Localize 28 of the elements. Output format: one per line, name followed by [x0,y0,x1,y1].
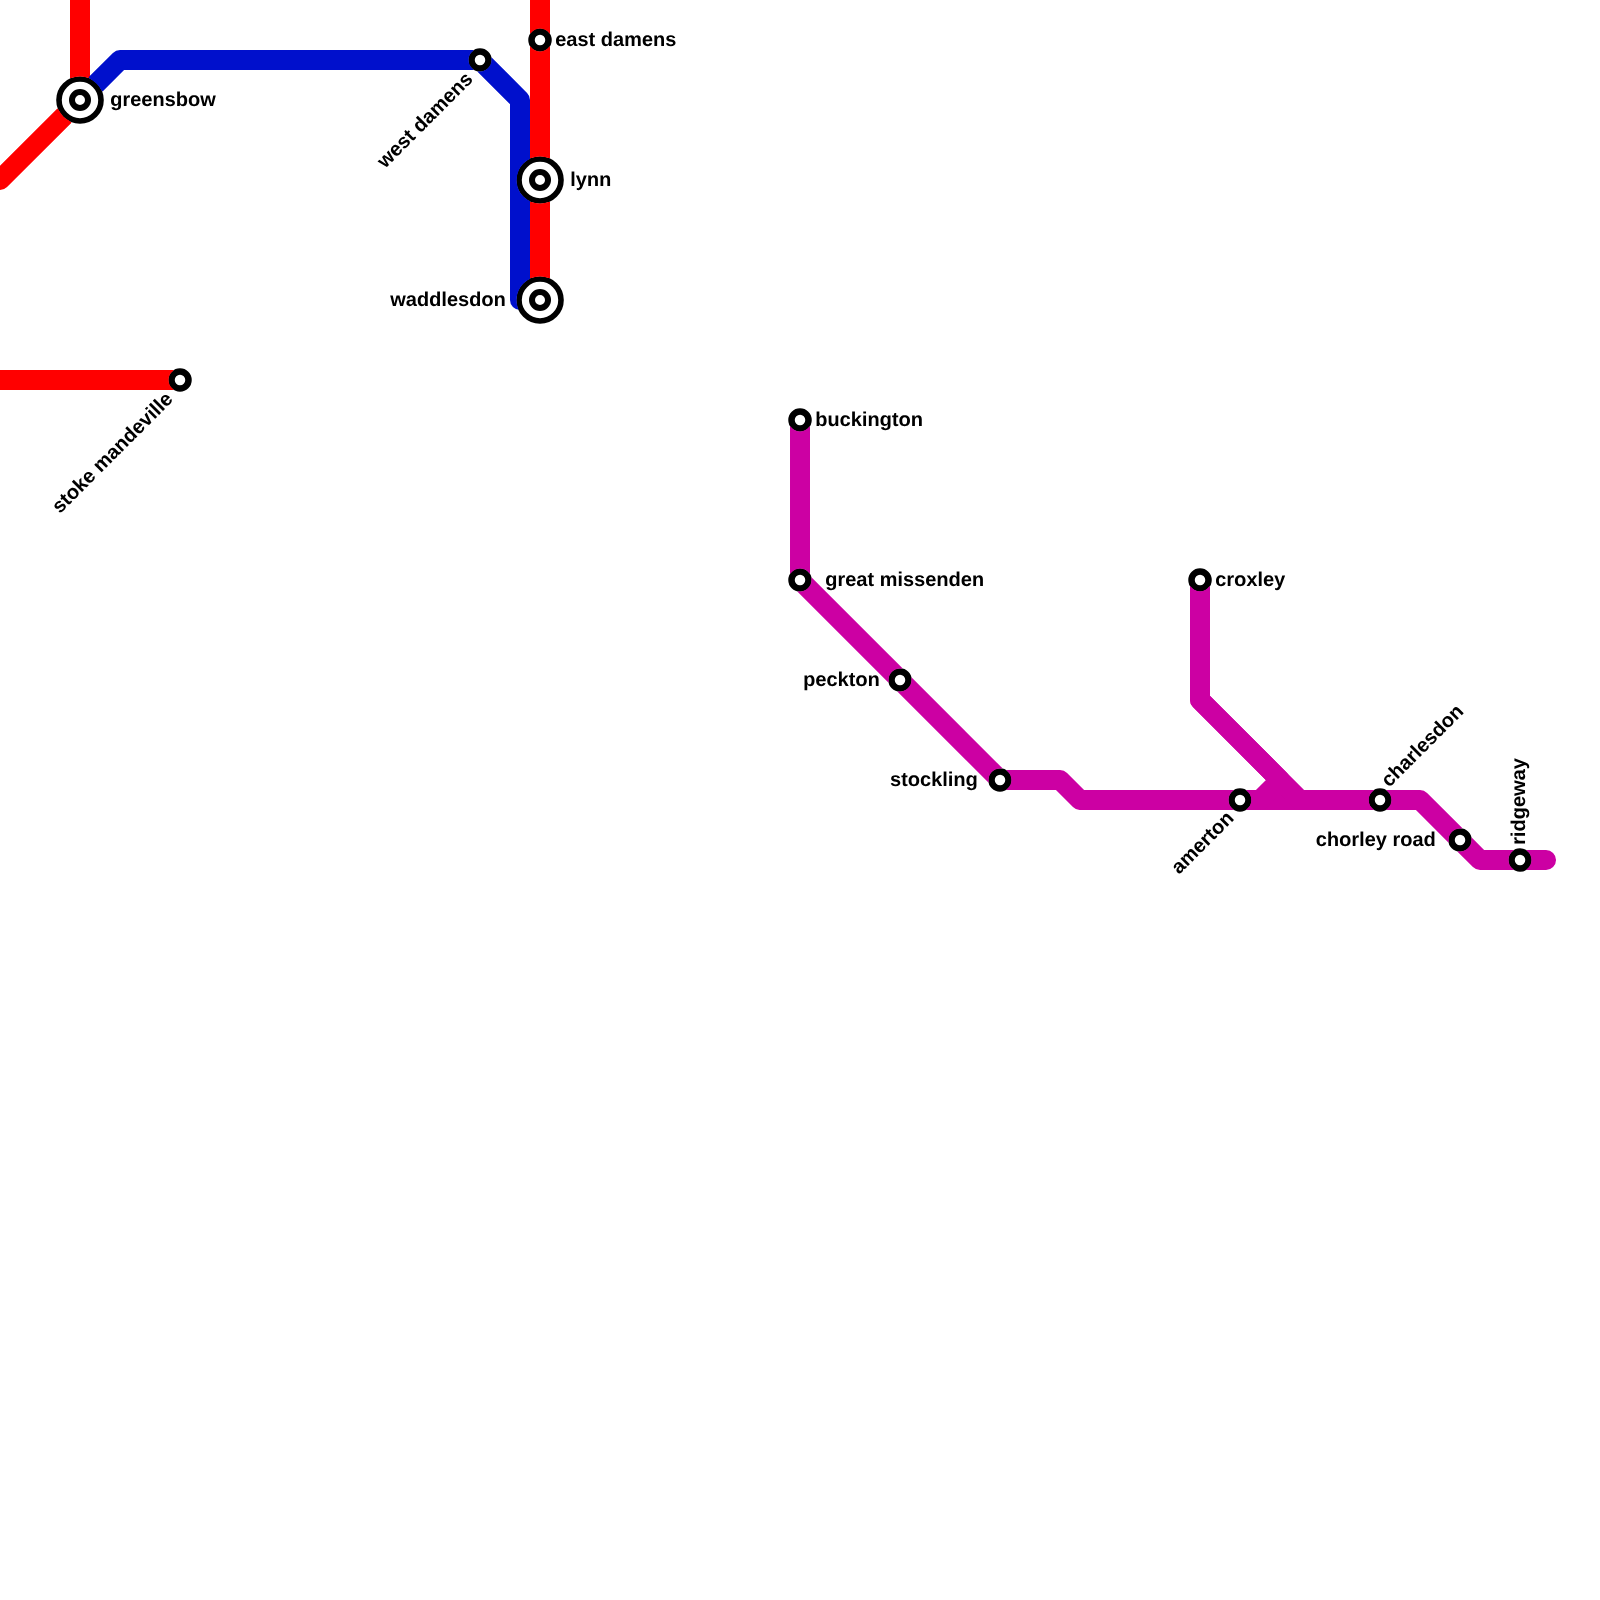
route-line [510,170,530,310]
route-line [790,426,810,574]
station-label: stockling [890,771,977,791]
station-label: ridgeway [1510,758,1530,844]
station-label: greensbow [111,91,216,111]
route-line [1190,586,1374,810]
route-line [0,108,72,190]
station-label: peckton [804,671,879,691]
route-line [530,46,550,158]
route-line [530,202,550,278]
route-line [1386,790,1463,843]
route-line [1526,850,1556,870]
route-line [530,0,550,34]
route-line [797,577,903,683]
station-label: east damens [556,31,676,47]
station-label: great missenden [826,571,983,591]
route-line [0,370,174,390]
route-line [70,0,90,78]
route-line [477,57,530,180]
route-line [88,50,474,92]
station-label: lynn [571,171,611,191]
station-label: croxley [1216,571,1286,591]
station-label: waddlesdon [390,291,505,307]
route-line [1006,770,1234,810]
route-line [1457,837,1514,870]
route-line [897,677,1003,783]
station-label: buckington [816,411,922,431]
station-label: chorley road [1316,831,1435,851]
